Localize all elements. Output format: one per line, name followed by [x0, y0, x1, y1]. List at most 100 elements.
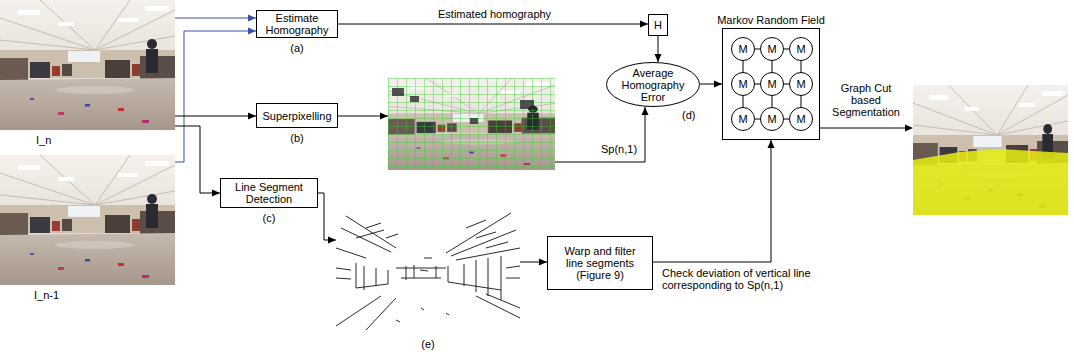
edge-label: Check deviation of vertical line corresp… [660, 267, 834, 291]
node-label: Warp and filter line segments (Figure 9) [557, 245, 643, 281]
connector-line [338, 24, 648, 25]
connector [655, 36, 662, 62]
illustration-part [388, 78, 555, 170]
connector [338, 21, 648, 28]
mrf-node: M [789, 37, 813, 61]
illustration-part [336, 213, 520, 330]
sub-label: (c) [263, 212, 276, 224]
mrf-node: M [760, 107, 784, 131]
connector-line [653, 140, 771, 262]
sub-label: (e) [421, 338, 434, 350]
connector [743, 61, 744, 72]
connector-line [175, 116, 256, 117]
arrow-head [768, 140, 775, 148]
process-box: Line Segment Detection(c) [220, 178, 318, 208]
process-box: H [648, 14, 668, 36]
mrf-node: M [731, 107, 755, 131]
connector [772, 61, 773, 72]
frame-photo [0, 155, 175, 285]
arrow-head [539, 259, 547, 266]
process-box: Warp and filter line segments (Figure 9) [547, 236, 653, 290]
arrow-head [380, 113, 388, 120]
superpixel-grid [388, 78, 555, 170]
connector [653, 140, 775, 262]
connector-line [175, 126, 220, 193]
connector [772, 96, 773, 107]
node-label: H [654, 19, 662, 31]
superpixel-cells [392, 88, 534, 124]
sub-label: I_n-1 [34, 289, 59, 301]
output-photo [913, 85, 1068, 215]
mrf-node: M [760, 37, 784, 61]
arrow-head [248, 15, 256, 22]
connector-line [772, 61, 773, 72]
image-frame: I_n-1 [0, 155, 175, 285]
connector [175, 126, 220, 197]
connector [520, 259, 547, 266]
arrow-head [248, 113, 256, 120]
connector [175, 113, 256, 120]
frame-photo [0, 0, 175, 130]
node-label: M [738, 78, 747, 90]
node-label: M [767, 78, 776, 90]
ellipse-shape [607, 63, 700, 107]
process-box: Estimate Homography(a) [256, 10, 338, 38]
mrf-node: M [731, 37, 755, 61]
arrow-head [212, 190, 220, 197]
leader-arrow [820, 128, 906, 129]
illustration-part [913, 85, 1068, 215]
node-label: M [796, 43, 805, 55]
connector-line [175, 31, 256, 162]
mrf-box: Markov Random FieldMMMMMMMMM [722, 28, 820, 140]
connector-line [743, 61, 744, 72]
connector-line [743, 96, 744, 107]
connector-line [175, 18, 256, 19]
mrf-node: M [760, 72, 784, 96]
node-label: M [796, 78, 805, 90]
node-label: M [738, 113, 747, 125]
process-box: Superpixelling(b) [256, 103, 338, 128]
sub-label: (d) [682, 109, 695, 121]
connector [700, 81, 722, 88]
connector-line [318, 193, 336, 240]
arrow-head [328, 237, 336, 244]
free-label: Graph Cut based Segmentation [826, 82, 906, 118]
sub-label: (b) [290, 132, 303, 144]
node-label: Average Homography Error [620, 67, 686, 103]
sub-label: (a) [290, 42, 303, 54]
line-segment-drawing [336, 213, 520, 330]
edge-label: Estimated homography [436, 8, 553, 20]
edge-label: Sp(n,1) [599, 143, 639, 155]
image-frame: I_n [0, 0, 175, 130]
arrow-head [642, 107, 649, 115]
superpixel-photo [388, 78, 555, 170]
mrf-node: M [731, 72, 755, 96]
image-frame: (e) [336, 208, 520, 333]
arrow-head [640, 21, 648, 28]
arrow-head [248, 28, 256, 35]
connector [175, 15, 256, 22]
node-label: M [796, 113, 805, 125]
connector-line [772, 96, 773, 107]
node-label: M [738, 43, 747, 55]
connector [318, 193, 336, 244]
connector [175, 28, 256, 163]
process-ellipse: Average Homography Error(d) [606, 62, 700, 107]
node-label: M [767, 43, 776, 55]
mrf-node: M [789, 72, 813, 96]
node-label: Estimate Homography [262, 12, 332, 36]
arrow-head [714, 81, 722, 88]
arrow-head [905, 125, 913, 132]
ground-segment [913, 149, 1068, 215]
node-label: Superpixelling [262, 110, 331, 122]
arrow-head [655, 54, 662, 62]
node-label: M [767, 113, 776, 125]
connector [743, 96, 744, 107]
connector [801, 96, 802, 107]
sub-label: Markov Random Field [717, 14, 825, 26]
connector-line [801, 96, 802, 107]
connector [801, 61, 802, 72]
connector-line [801, 61, 802, 72]
